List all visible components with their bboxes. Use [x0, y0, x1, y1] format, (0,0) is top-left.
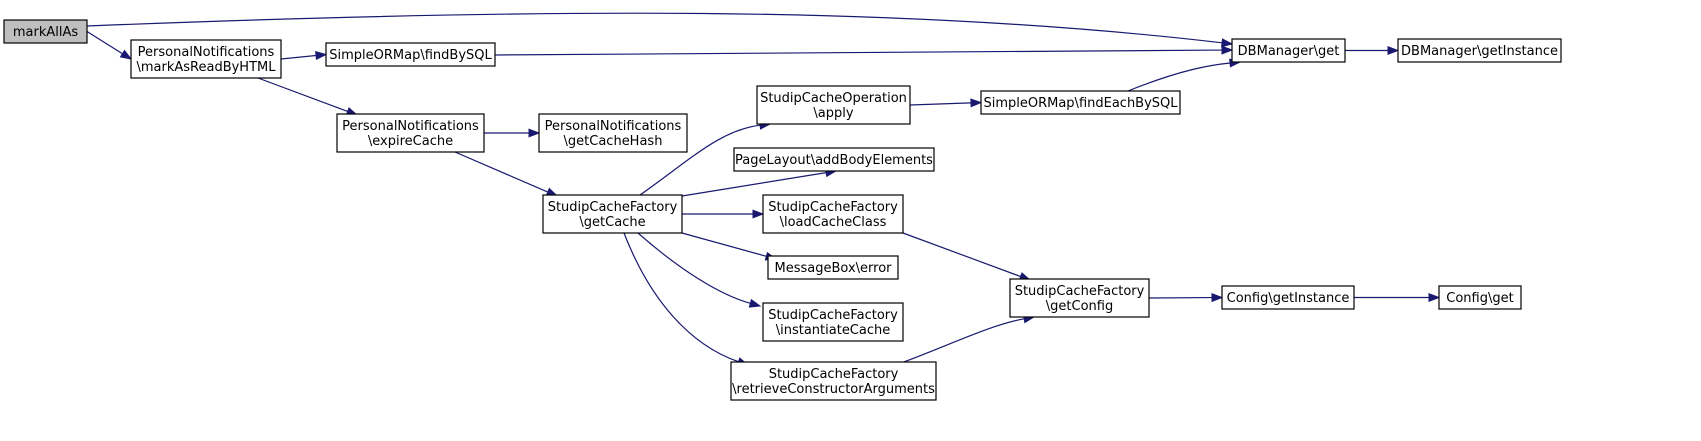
node-pl-addbodyelements[interactable]: PageLayout\addBodyElements	[733, 147, 935, 172]
node-cfg-getinstance[interactable]: Config\getInstance	[1221, 285, 1355, 310]
node-pn-expirecache[interactable]: PersonalNotifications\expireCache	[336, 113, 485, 153]
node-label: DBManager\getInstance	[1401, 44, 1558, 59]
node-box[interactable]	[130, 39, 282, 79]
node-scf-loadcacheclass[interactable]: StudipCacheFactory\loadCacheClass	[762, 194, 904, 234]
node-label: \getConfig	[1046, 299, 1113, 314]
edge-scf-getcache-to-mb-error	[681, 232, 767, 257]
node-cfg-get[interactable]: Config\get	[1438, 285, 1522, 310]
node-label: \apply	[813, 106, 853, 121]
edge-scf-loadcacheclass-to-scf-getconfig	[902, 232, 1021, 278]
node-label: DBManager\get	[1238, 44, 1340, 59]
arrowhead-icon	[1387, 45, 1400, 56]
arrowhead-icon	[119, 49, 133, 60]
node-box[interactable]	[1221, 285, 1355, 310]
node-label: PersonalNotifications	[138, 45, 275, 60]
node-scf-instantiatecache[interactable]: StudipCacheFactory\instantiateCache	[762, 302, 904, 342]
edge-scf-getcache-to-scf-instantiatecache	[637, 232, 751, 304]
node-db-get[interactable]: DBManager\get	[1231, 38, 1346, 63]
node-sco-apply[interactable]: StudipCacheOperation\apply	[756, 85, 911, 125]
node-markallas[interactable]: markAllAs	[3, 19, 88, 44]
edge-markallas-to-pn-markasread	[86, 30, 123, 55]
node-box[interactable]	[1397, 38, 1562, 63]
node-box[interactable]	[756, 85, 911, 125]
node-label: \getCache	[579, 215, 645, 230]
node-label: markAllAs	[13, 25, 79, 40]
node-mb-error[interactable]: MessageBox\error	[767, 255, 899, 280]
edge-scf-getcache-to-pl-addbodyelements	[681, 172, 827, 197]
nodes-layer: markAllAsPersonalNotifications\markAsRea…	[3, 19, 1562, 401]
edge-markallas-to-db-get	[86, 12, 1223, 44]
arrowhead-icon	[1221, 38, 1234, 48]
node-box[interactable]	[762, 302, 904, 342]
node-box[interactable]	[733, 147, 935, 172]
arrowhead-icon	[1221, 45, 1234, 55]
node-orm-findeachbysql[interactable]: SimpleORMap\findEachBySQL	[980, 90, 1181, 115]
arrowhead-icon	[528, 128, 541, 138]
node-label: PersonalNotifications	[545, 119, 682, 134]
edge-scf-getcache-to-sco-apply	[639, 124, 761, 196]
node-label: \getCacheHash	[564, 134, 663, 149]
node-label: Config\get	[1446, 291, 1513, 306]
node-pn-markasread[interactable]: PersonalNotifications\markAsReadByHTML	[130, 39, 282, 79]
node-label: SimpleORMap\findBySQL	[329, 48, 492, 63]
node-box[interactable]	[1231, 38, 1346, 63]
node-box[interactable]	[1438, 285, 1522, 310]
node-label: \retrieveConstructorArguments	[732, 382, 935, 397]
node-label: PageLayout\addBodyElements	[735, 153, 933, 168]
node-db-getinstance[interactable]: DBManager\getInstance	[1397, 38, 1562, 63]
edge-orm-findbysql-to-db-get	[494, 49, 1223, 56]
edge-pn-markasread-to-orm-findbysql	[280, 54, 317, 60]
node-box[interactable]	[1009, 278, 1150, 318]
node-label: StudipCacheFactory	[769, 367, 899, 382]
node-pn-getcachehash[interactable]: PersonalNotifications\getCacheHash	[538, 113, 688, 153]
node-label: StudipCacheFactory	[768, 200, 898, 215]
node-box[interactable]	[336, 113, 485, 153]
edge-sco-apply-to-orm-findeachbysql	[909, 102, 972, 106]
arrowhead-icon	[315, 51, 328, 61]
node-box[interactable]	[3, 19, 88, 44]
arrowhead-icon	[970, 98, 983, 108]
node-label: StudipCacheFactory	[1015, 284, 1145, 299]
node-label: \loadCacheClass	[780, 215, 887, 230]
node-label: PersonalNotifications	[342, 119, 479, 134]
arrowhead-icon	[748, 298, 762, 308]
node-box[interactable]	[980, 90, 1181, 115]
edge-scf-retrieveargs-to-scf-getconfig	[900, 318, 1025, 364]
node-label: StudipCacheOperation	[760, 91, 907, 106]
node-box[interactable]	[762, 194, 904, 234]
edge-orm-findeachbysql-to-db-get	[1127, 62, 1231, 92]
node-box[interactable]	[767, 255, 899, 280]
edge-pn-expirecache-to-scf-getcache	[454, 151, 549, 193]
node-label: StudipCacheFactory	[768, 308, 898, 323]
node-label: \markAsReadByHTML	[136, 60, 276, 75]
node-box[interactable]	[325, 42, 496, 67]
node-label: SimpleORMap\findEachBySQL	[983, 96, 1178, 111]
arrowhead-icon	[1211, 293, 1224, 303]
arrowhead-icon	[1428, 292, 1441, 303]
node-scf-retrieveargs[interactable]: StudipCacheFactory\retrieveConstructorAr…	[730, 361, 937, 401]
node-box[interactable]	[730, 361, 937, 401]
node-label: \instantiateCache	[776, 323, 891, 338]
arrowhead-icon	[752, 209, 765, 219]
node-label: MessageBox\error	[775, 261, 893, 276]
edge-pn-markasread-to-pn-expirecache	[257, 77, 348, 113]
node-label: Config\getInstance	[1227, 291, 1350, 306]
edge-scf-getcache-to-scf-retrieveargs	[623, 232, 739, 363]
node-scf-getcache[interactable]: StudipCacheFactory\getCache	[542, 194, 683, 234]
node-orm-findbysql[interactable]: SimpleORMap\findBySQL	[325, 42, 496, 67]
edges-layer	[86, 12, 1441, 366]
node-scf-getconfig[interactable]: StudipCacheFactory\getConfig	[1009, 278, 1150, 318]
node-box[interactable]	[538, 113, 688, 153]
node-box[interactable]	[542, 194, 683, 234]
node-label: StudipCacheFactory	[548, 200, 678, 215]
node-label: \expireCache	[368, 134, 453, 149]
